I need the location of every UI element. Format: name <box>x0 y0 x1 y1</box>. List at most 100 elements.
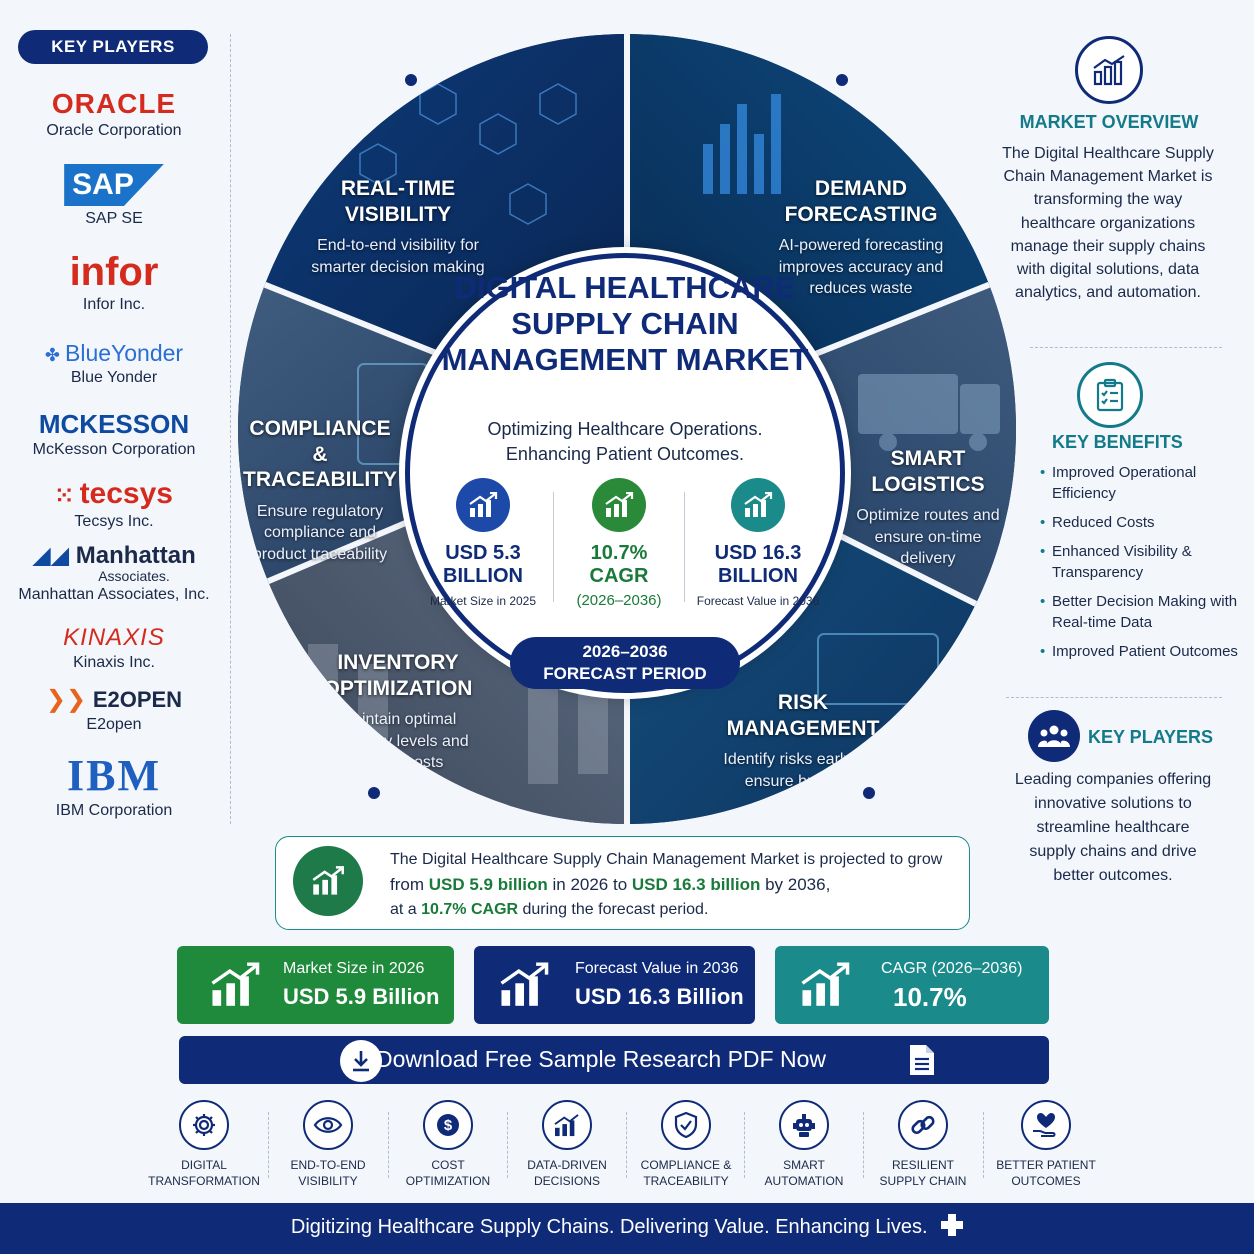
segment-real-time-visibility: REAL-TIME VISIBILITY End-to-end visibili… <box>308 176 488 278</box>
stat-value-line-2: BILLION <box>443 565 523 587</box>
stat-caption: Market Size in 2025 <box>429 594 537 608</box>
gear-icon <box>179 1100 229 1150</box>
feature-separator <box>863 1112 864 1178</box>
growth-chart-icon <box>293 846 363 916</box>
stat-caption: Forecast Value in 2036 <box>696 594 820 608</box>
feature-label-line-2: SUPPLY CHAIN <box>879 1173 967 1188</box>
feature-label-line-2: OPTIMIZATION <box>405 1173 491 1188</box>
feature-label-line-2: AUTOMATION <box>764 1173 844 1188</box>
segment-compliance-traceability: COMPLIANCE & TRACEABILITY Ensure regulat… <box>242 416 398 566</box>
benefit-item: Better Decision Making with Real-time Da… <box>1040 591 1240 633</box>
mckesson-logo: MCKESSON <box>38 409 190 439</box>
subtitle-line-2: Enhancing Patient Outcomes. <box>505 444 745 465</box>
company-mckesson: MCKESSON McKesson Corporation <box>0 411 228 459</box>
segment-desc: Optimize routes and ensure on-time deliv… <box>856 507 1000 568</box>
heart-hand-icon <box>1021 1100 1071 1150</box>
center-circle <box>405 253 845 693</box>
segment-title: RISK MANAGEMENT <box>726 691 880 740</box>
segment-desc: End-to-end visibility for smarter decisi… <box>311 237 485 276</box>
key-players-side-heading: KEY PLAYERS <box>1088 727 1214 747</box>
tecsys-logo-text: tecsys <box>79 477 173 510</box>
document-icon <box>908 1043 936 1082</box>
growth-chart-icon <box>731 478 785 532</box>
download-sample-button[interactable] <box>179 1036 1049 1084</box>
key-players-heading: KEY PLAYERS <box>18 30 208 64</box>
feature-label-line-1: END-TO-END <box>290 1158 366 1172</box>
segment-demand-forecasting: DEMAND FORECASTING AI-powered forecastin… <box>768 176 954 300</box>
feature-label-line-1: COMPLIANCE & <box>640 1158 732 1172</box>
forecast-period-badge: 2026–2036 FORECAST PERIOD <box>510 637 740 689</box>
projection-from-value: USD 5.9 billion <box>428 875 548 894</box>
subtitle-line-1: Optimizing Healthcare Operations. <box>487 419 763 439</box>
download-sample-label[interactable]: Download Free Sample Research PDF Now <box>376 1046 826 1072</box>
projection-line-1: The Digital Healthcare Supply Chain Mana… <box>390 851 943 868</box>
footer-tagline-text: Digitizing Healthcare Supply Chains. Del… <box>290 1216 928 1238</box>
feature-label-line-2: OUTCOMES <box>1011 1173 1081 1188</box>
dollar-icon: $ <box>423 1100 473 1150</box>
forecast-bars-graphic <box>703 94 781 194</box>
benefit-item: Enhanced Visibility & Transparency <box>1040 541 1240 583</box>
wheel-dot <box>402 71 420 89</box>
company-name: Oracle Corporation <box>46 122 182 139</box>
stat-caption: (2026–2036) <box>576 592 662 609</box>
benefit-item: Improved Operational Efficiency <box>1040 462 1240 504</box>
feature-separator <box>983 1112 984 1178</box>
company-oracle: ORACLE Oracle Corporation <box>0 90 228 140</box>
projection-end-label: by 2036, <box>760 875 831 894</box>
stat-value-line-1: USD 16.3 <box>714 542 802 564</box>
company-name: Infor Inc. <box>82 296 146 313</box>
card-caption: CAGR (2026–2036) <box>881 960 1023 977</box>
wheel-dot <box>833 71 851 89</box>
market-subtitle: Optimizing Healthcare Operations. Enhanc… <box>435 417 815 467</box>
segment-smart-logistics: SMART LOGISTICS Optimize routes and ensu… <box>848 446 1008 570</box>
manhattan-logo: ◢◢ Manhattan <box>0 544 228 568</box>
clipboard-check-icon <box>1077 362 1143 428</box>
stat-cagr: 10.7% CAGR (2026–2036) <box>554 478 684 609</box>
projection-from-label: from <box>390 875 429 894</box>
feature-label-line-1: SMART <box>783 1158 825 1172</box>
feature-label-line-2: VISIBILITY <box>298 1173 358 1188</box>
growth-chart-icon <box>801 962 850 1006</box>
key-players-side-text: Leading companies offering innovative so… <box>1014 771 1212 884</box>
growth-chart-icon <box>592 478 646 532</box>
footer-tagline: Digitizing Healthcare Supply Chains. Del… <box>0 1214 1254 1239</box>
company-name: Manhattan Associates, Inc. <box>18 586 210 603</box>
right-divider <box>1030 347 1222 348</box>
svg-text:$: $ <box>444 1117 453 1134</box>
feature-label-line-2: DECISIONS <box>533 1173 600 1188</box>
company-name: E2open <box>86 716 142 733</box>
card-market-size-2026: Market Size in 2026 USD 5.9 Billion <box>177 946 454 1024</box>
projection-line-2: from USD 5.9 billion in 2026 to USD 16.3… <box>390 872 960 898</box>
market-title: DIGITAL HEALTHCARE SUPPLY CHAIN MANAGEME… <box>441 270 809 377</box>
link-icon <box>898 1100 948 1150</box>
manhattan-mark-icon: ◢◢ <box>32 542 76 569</box>
segment-risk-management: RISK MANAGEMENT Identify risks early and… <box>718 690 888 814</box>
chart-icon <box>542 1100 592 1150</box>
segment-title: COMPLIANCE & TRACEABILITY <box>243 417 397 492</box>
manhattan-logo-sub: Associates. <box>98 568 170 584</box>
stat-value-line-2: BILLION <box>718 565 798 587</box>
left-divider <box>230 34 231 824</box>
feature-label-line-1: RESILIENT <box>891 1158 954 1172</box>
footer-bar <box>0 1203 1254 1254</box>
e2open-logo: ❯❯ E2OPEN <box>0 688 228 712</box>
segment-desc: Identify risks early and ensure business… <box>723 751 883 812</box>
e2open-mark-icon: ❯❯ <box>45 686 93 713</box>
projection-at-label: at a <box>390 900 422 918</box>
download-icon[interactable] <box>340 1040 382 1082</box>
key-benefits-heading: KEY BENEFITS <box>1052 432 1183 452</box>
benefit-item: Reduced Costs <box>1040 512 1240 533</box>
company-tecsys: ⁙ tecsys Tecsys Inc. <box>0 479 228 531</box>
feature-label-line-1: BETTER PATIENT <box>996 1158 1096 1172</box>
key-benefits-list: Improved Operational Efficiency Reduced … <box>1040 462 1240 670</box>
stat-forecast-2036: USD 16.3 BILLION Forecast Value in 2036 <box>685 478 831 608</box>
projection-tail-label: during the forecast period. <box>518 900 709 918</box>
company-name: Tecsys Inc. <box>74 513 154 530</box>
segment-title: SMART LOGISTICS <box>871 447 985 496</box>
